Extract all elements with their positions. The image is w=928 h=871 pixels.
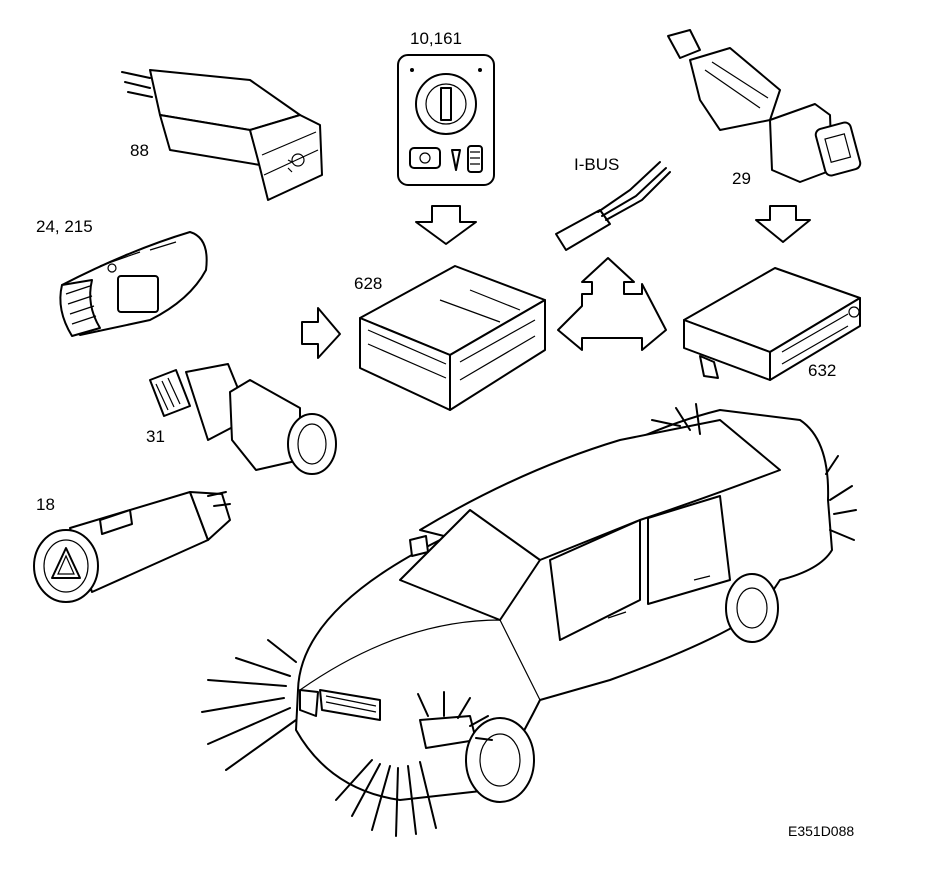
- arrow-down-left: [415, 205, 477, 245]
- headlight-switch: [397, 54, 495, 186]
- label-ibus: I-BUS: [574, 155, 620, 174]
- fog-light-switch: [121, 69, 323, 201]
- label-light-switch: 10,161: [410, 29, 462, 48]
- brake-light-switch: [667, 29, 862, 183]
- arrow-right: [301, 307, 341, 359]
- label-stalk-switch: 24, 215: [36, 217, 93, 236]
- bus-arrows: [557, 257, 667, 351]
- vehicle-illustration: [201, 403, 857, 837]
- label-oil-pressure-sensor: 31: [146, 427, 165, 446]
- figure-reference: E351D088: [788, 823, 855, 839]
- label-brake-switch: 29: [732, 169, 751, 188]
- hazard-switch: [33, 491, 231, 603]
- label-control-module-632: 632: [808, 361, 837, 380]
- label-control-module-628: 628: [354, 274, 383, 293]
- label-fog-switch: 88: [130, 141, 149, 160]
- label-hazard-switch: 18: [36, 495, 55, 514]
- arrow-down-right: [755, 205, 811, 243]
- control-module-632: [683, 267, 861, 381]
- oil-pressure-sensor: [149, 363, 337, 475]
- stalk-switch: [59, 231, 208, 337]
- ibus-connector: [555, 161, 671, 251]
- control-module-628: [359, 265, 546, 411]
